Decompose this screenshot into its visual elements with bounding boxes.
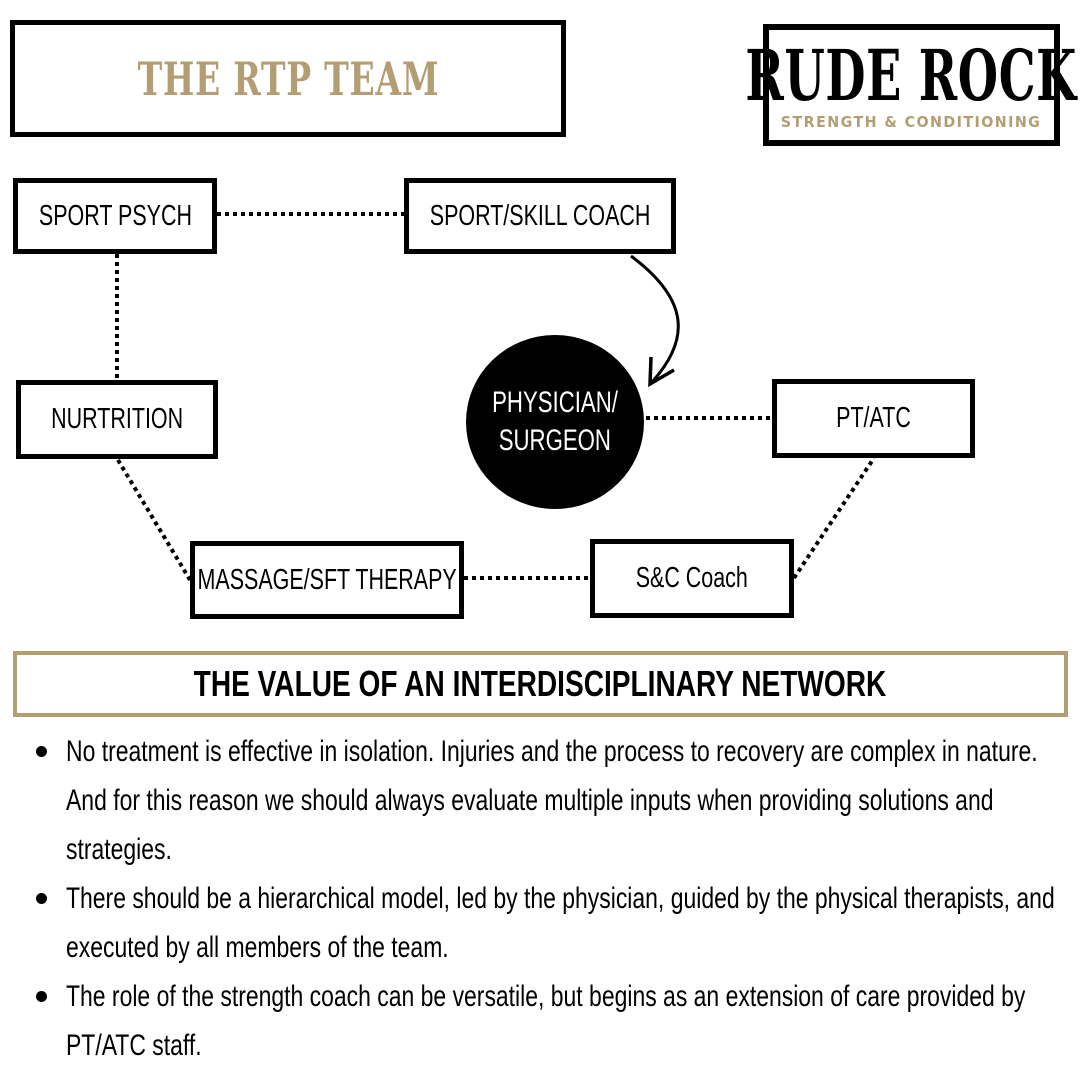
node-nutrition: NURTRITION [16, 380, 218, 459]
node-massage-sft-therapy: MASSAGE/SFT THERAPY [190, 541, 464, 619]
bullet-text: The role of the strength coach can be ve… [66, 980, 1026, 1062]
node-pt-atc: PT/ATC [772, 379, 975, 458]
bullet-list: No treatment is effective in isolation. … [30, 727, 1070, 1070]
logo-tagline: STRENGTH & CONDITIONING [781, 113, 1042, 131]
node-label: SPORT PSYCH [38, 199, 192, 232]
bullet-text: There should be a hierarchical model, le… [66, 882, 1055, 964]
node-sport-psych: SPORT PSYCH [13, 178, 217, 254]
bullet-item: The role of the strength coach can be ve… [30, 972, 1070, 1070]
link-nutrition-massage [116, 458, 192, 582]
bullet-dot-icon [36, 991, 47, 1002]
section-heading: THE VALUE OF AN INTERDISCIPLINARY NETWOR… [194, 663, 887, 704]
arrow-skill-to-physician [630, 254, 680, 384]
bullet-item: There should be a hierarchical model, le… [30, 874, 1070, 972]
node-label: PHYSICIAN/ [492, 386, 618, 419]
node-physician-surgeon: PHYSICIAN/ SURGEON [466, 335, 644, 509]
bullet-dot-icon [36, 893, 47, 904]
bullet-item: No treatment is effective in isolation. … [30, 727, 1070, 874]
node-label: S&C Coach [635, 562, 749, 594]
bullet-text: No treatment is effective in isolation. … [66, 735, 1038, 866]
node-label: NURTRITION [51, 403, 183, 435]
section-heading-box: THE VALUE OF AN INTERDISCIPLINARY NETWOR… [13, 651, 1068, 717]
node-label: MASSAGE/SFT THERAPY [197, 563, 457, 596]
node-label: PT/ATC [836, 402, 911, 434]
page-title: THE RTP TEAM [137, 51, 439, 106]
logo-wordmark: RUDE ROCK [745, 34, 1078, 117]
node-label: SURGEON [498, 424, 612, 457]
node-sport-skill-coach: SPORT/SKILL COACH [404, 178, 676, 254]
bullet-dot-icon [36, 746, 47, 757]
arrowhead-icon [648, 356, 675, 388]
node-sc-coach: S&C Coach [590, 539, 794, 618]
rude-rock-logo: RUDE ROCK STRENGTH & CONDITIONING [746, 24, 1077, 146]
node-label: SPORT/SKILL COACH [429, 199, 651, 232]
title-box: THE RTP TEAM [10, 20, 566, 137]
link-sc-ptatc [792, 456, 876, 580]
